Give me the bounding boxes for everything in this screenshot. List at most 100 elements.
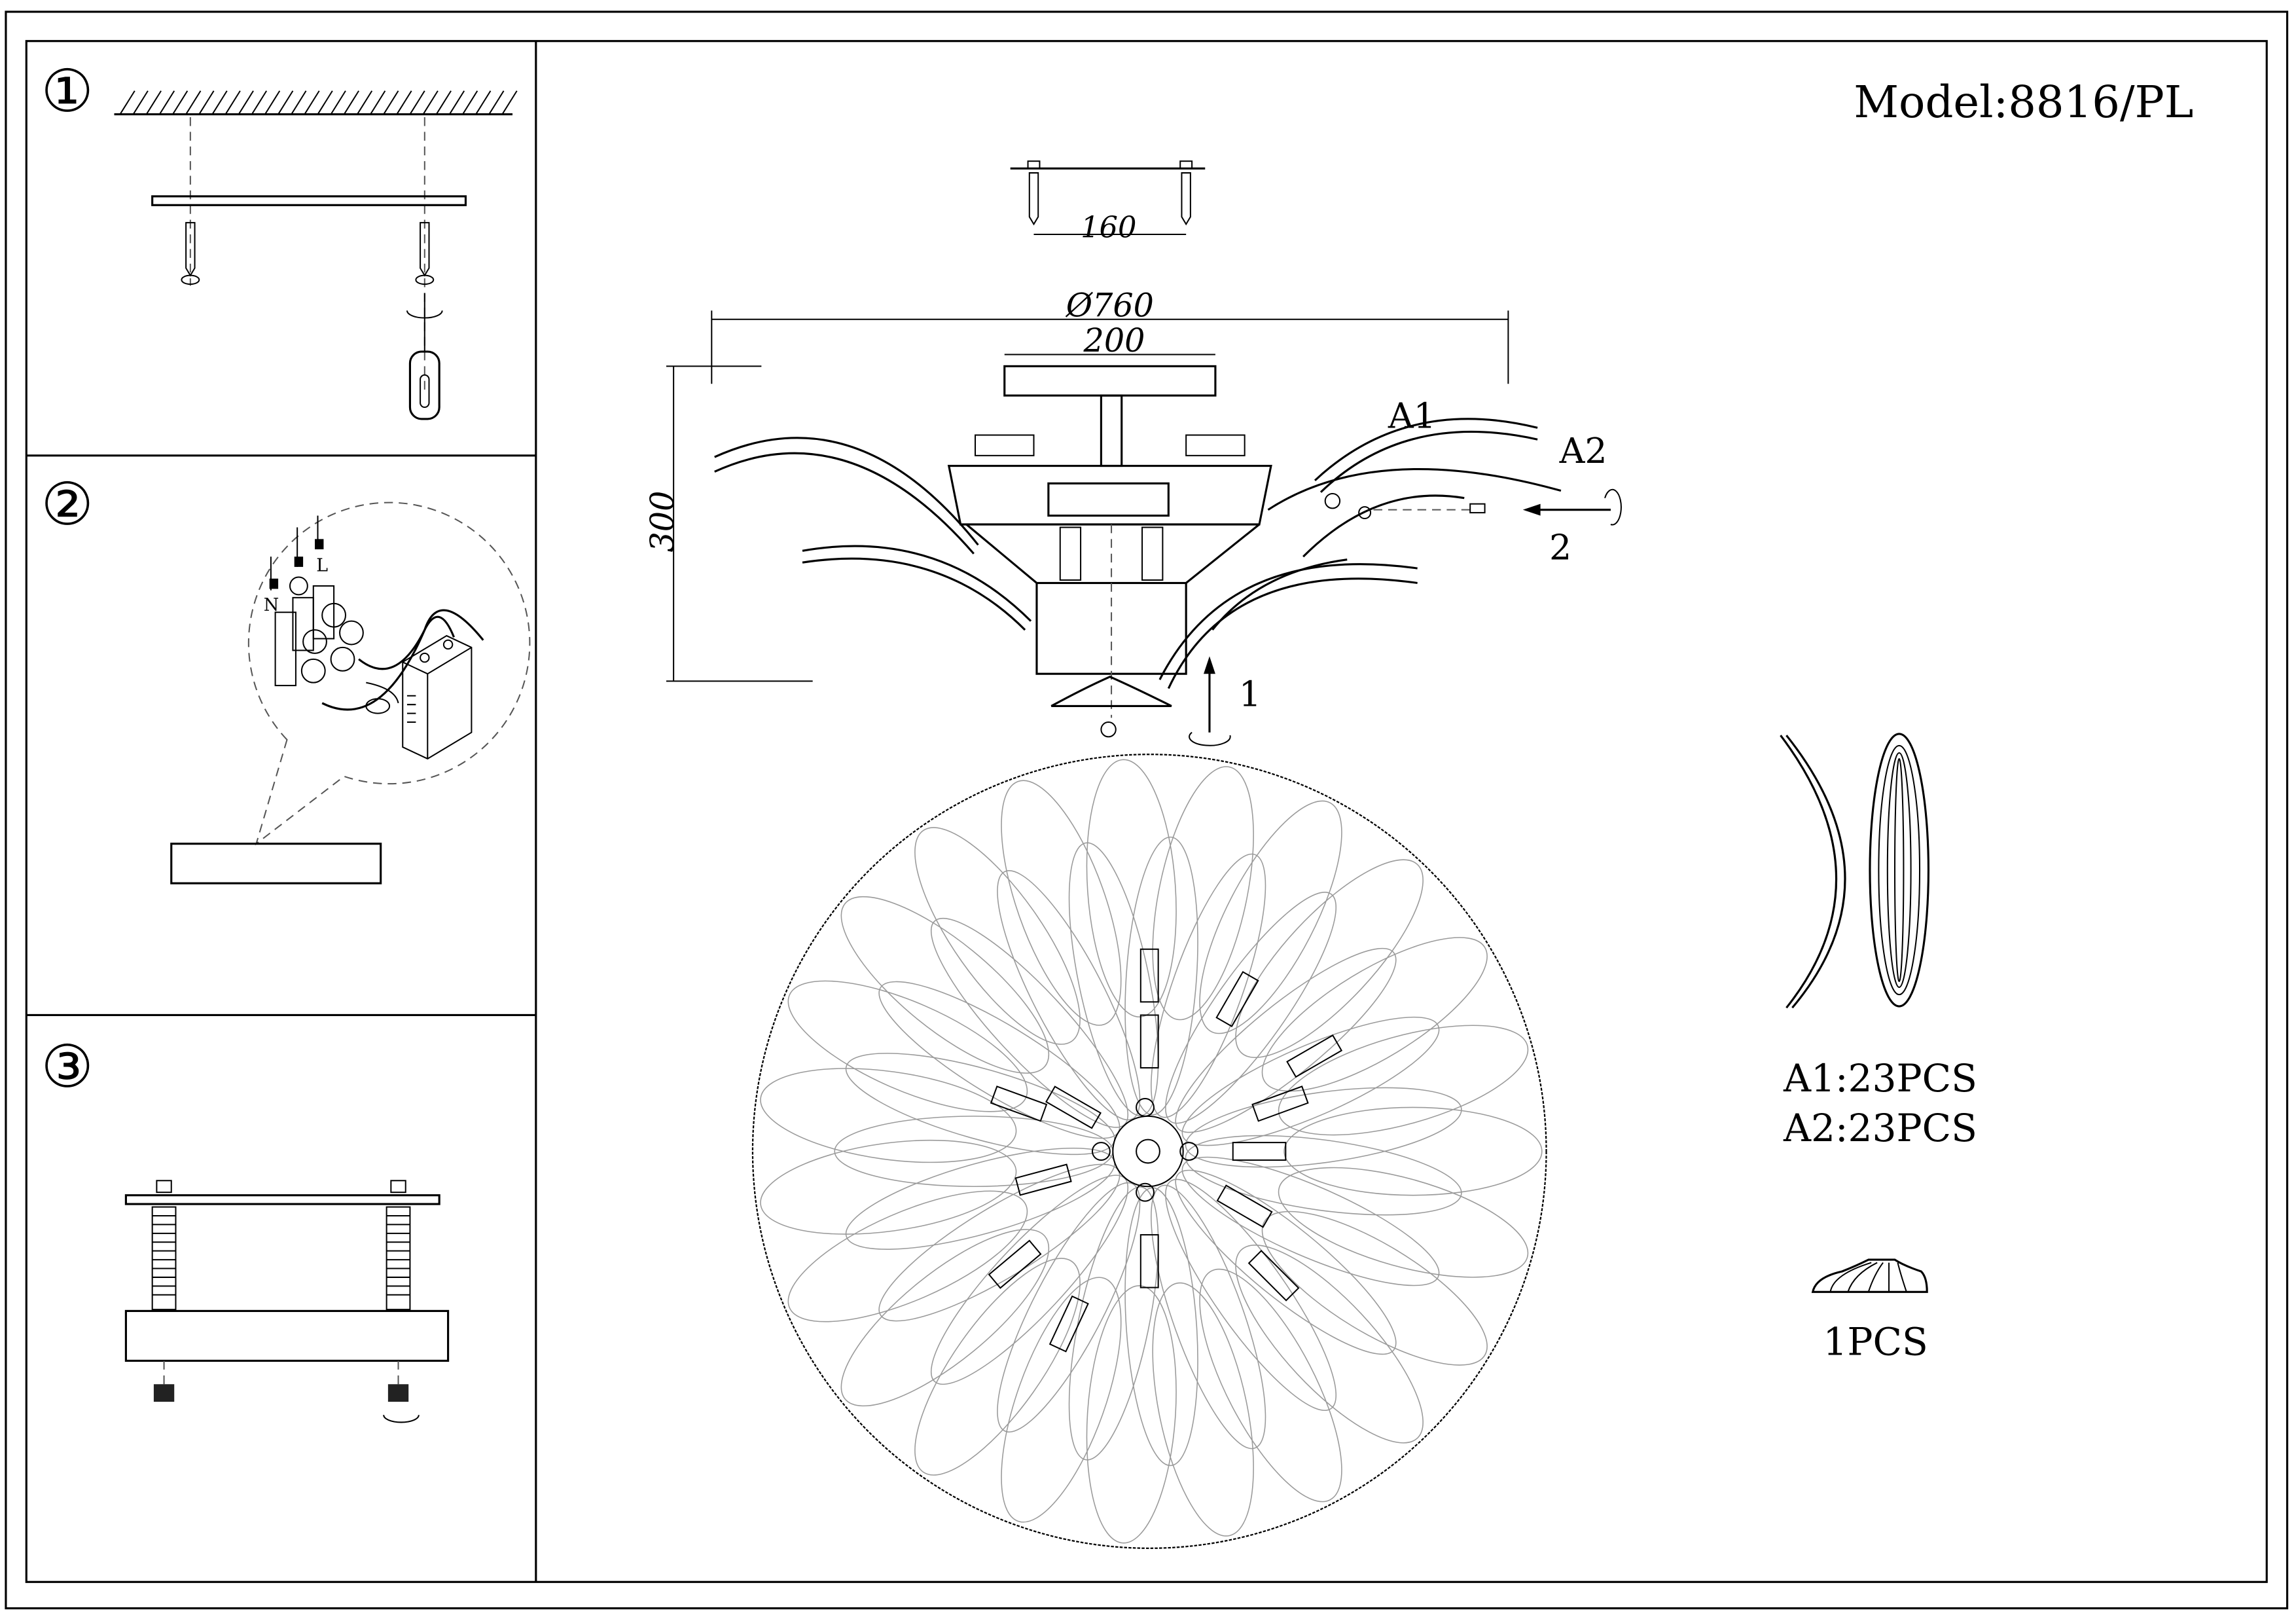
bulb-icon	[1286, 1034, 1343, 1078]
hatch-line	[435, 90, 452, 115]
a2-quantity: A2:23PCS	[1783, 1106, 1977, 1150]
petal	[1068, 1186, 1159, 1461]
canopy	[124, 1309, 450, 1362]
detail-bubble	[247, 501, 531, 846]
mounting-plate	[151, 195, 467, 206]
petal	[1278, 1025, 1529, 1136]
hatch-line	[211, 90, 228, 115]
rotate-icon	[383, 1415, 420, 1423]
canopy-width-dim: 200	[1083, 321, 1145, 359]
hatch-line	[224, 90, 241, 115]
model-label: Model:8816/PL	[1854, 77, 2193, 128]
hatch-line	[330, 90, 346, 115]
bulb-icon	[1049, 1295, 1089, 1353]
petal	[840, 896, 1050, 1074]
bulb-icon	[1251, 1085, 1309, 1122]
petal	[914, 1258, 1081, 1476]
bulb-icon	[1215, 971, 1259, 1028]
screwdriver-icon	[406, 293, 443, 420]
petal	[878, 1163, 1121, 1322]
petal	[1086, 1285, 1177, 1544]
step-2-panel: ② N L	[41, 471, 531, 884]
hatch-line	[383, 90, 399, 115]
terminal-block	[274, 585, 364, 687]
callout-step1: 1	[1239, 673, 1261, 714]
petal	[1235, 1245, 1424, 1444]
petal	[1185, 1135, 1462, 1216]
petal	[878, 981, 1121, 1139]
top-view	[751, 754, 1547, 1549]
petal	[1175, 947, 1397, 1133]
callout-a2: A2	[1559, 430, 1607, 471]
step-number: ②	[41, 471, 94, 539]
finial-part	[1811, 1258, 1928, 1293]
hatch-line	[475, 90, 492, 115]
finial-quantity: 1PCS	[1823, 1320, 1928, 1364]
petal	[787, 1190, 1028, 1322]
petal	[1151, 1184, 1266, 1450]
petal	[845, 1053, 1115, 1156]
hatch-line	[343, 90, 359, 115]
mounting-plate	[124, 1194, 440, 1205]
rotate-icon	[1604, 488, 1622, 526]
live-label: L	[316, 556, 328, 576]
outer-circle	[751, 754, 1547, 1549]
cap-nut-icon	[387, 1384, 409, 1402]
bulb-icon	[1247, 1249, 1300, 1302]
arc-a1-part	[1780, 735, 1838, 1009]
hatch-line	[304, 90, 320, 115]
petal	[1152, 766, 1254, 1021]
bulb-icon	[1139, 1234, 1159, 1288]
petal	[1261, 937, 1488, 1092]
bulb-icon	[1232, 1142, 1287, 1161]
hatch-line	[132, 90, 149, 115]
hatch-line	[185, 90, 202, 115]
petal	[914, 827, 1081, 1045]
hatch-line	[251, 90, 268, 115]
hatch-line	[396, 90, 412, 115]
step-1-panel: ①	[41, 58, 518, 420]
petal	[1001, 780, 1122, 1026]
petal	[1261, 1211, 1488, 1366]
callout-step2: 2	[1549, 527, 1571, 568]
inner-border	[25, 40, 2268, 1583]
hatch-line	[238, 90, 254, 115]
petal	[1181, 1016, 1440, 1146]
screw-icon	[415, 222, 435, 285]
petal	[1278, 1167, 1529, 1278]
outer-border	[5, 10, 2289, 1610]
petal	[1199, 1268, 1342, 1503]
rotate-icon	[1189, 731, 1231, 746]
step-3-panel: ③	[41, 1033, 450, 1423]
hatch-line	[145, 90, 162, 115]
step-number: ①	[41, 58, 94, 126]
arc-a2-part	[1869, 733, 1930, 1008]
screw-icon	[181, 222, 200, 285]
petal	[760, 1068, 1017, 1163]
callout-a1: A1	[1388, 395, 1436, 436]
petal	[1185, 1087, 1462, 1168]
petal	[1175, 1169, 1397, 1355]
petal	[1151, 853, 1266, 1118]
petal	[1124, 836, 1198, 1116]
petal	[1235, 859, 1424, 1059]
arrow-icon	[1204, 656, 1215, 674]
arc-a1	[714, 418, 1562, 689]
arrow-icon	[1522, 503, 1541, 516]
bulb-icon	[988, 1239, 1042, 1289]
hatch-line	[317, 90, 333, 115]
petal	[834, 1116, 1114, 1188]
petal	[1086, 759, 1177, 1018]
hatch-line	[291, 90, 307, 115]
hatch-line	[501, 90, 518, 115]
parts-list: A1:23PCS A2:23PCS 1PCS	[1780, 733, 1977, 1364]
hatch-line	[488, 90, 505, 115]
petal	[1001, 1277, 1122, 1523]
hatch-line	[278, 90, 294, 115]
petal	[997, 870, 1141, 1121]
neutral-label: N	[264, 595, 279, 615]
side-view: 160 Ø760 200 300 A1 A2	[643, 160, 1622, 746]
petal	[1283, 1106, 1543, 1196]
bulb-icon	[1216, 1184, 1273, 1228]
